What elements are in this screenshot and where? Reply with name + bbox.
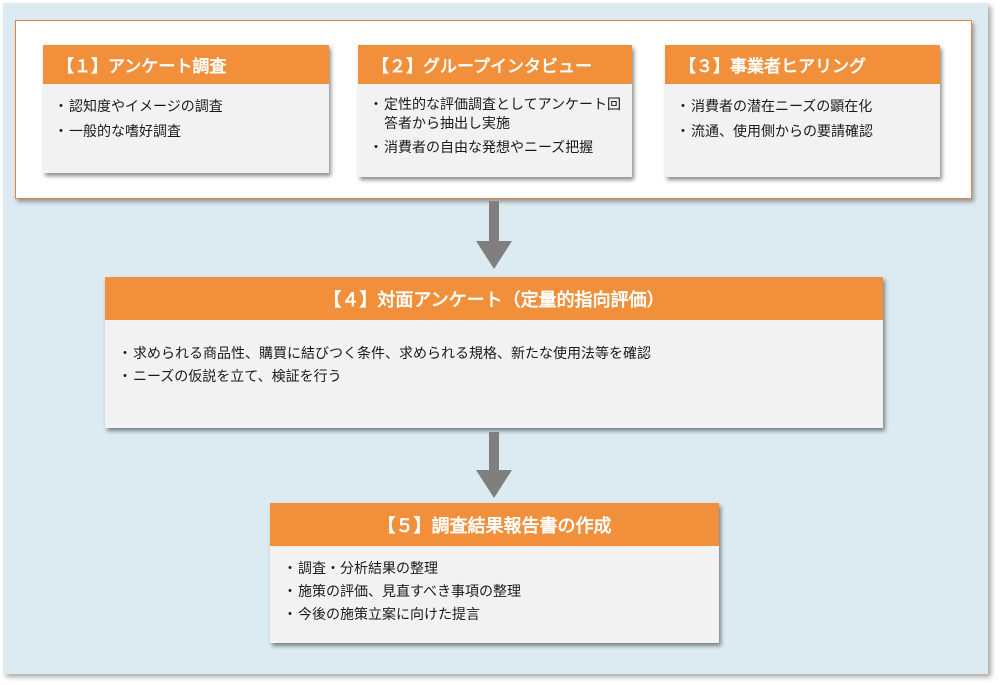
card-title: 【３】事業者ヒアリング <box>665 45 940 84</box>
card-title: 【５】調査結果報告書の作成 <box>270 503 719 546</box>
card-body: 認知度やイメージの調査 一般的な嗜好調査 <box>43 84 329 173</box>
list-item: 調査・分析結果の整理 <box>283 560 705 579</box>
list-item: 定性的な評価調査としてアンケート回答者から抽出し実施 <box>369 96 622 134</box>
card-body: 調査・分析結果の整理 施策の評価、見直すべき事項の整理 今後の施策立案に向けた提… <box>270 546 719 643</box>
list-item: 施策の評価、見直すべき事項の整理 <box>283 583 705 602</box>
card-title: 【１】アンケート調査 <box>43 45 329 84</box>
list-item: 一般的な嗜好調査 <box>54 123 319 142</box>
list-item: 流通、使用側からの要請確認 <box>676 123 930 142</box>
list-item: 認知度やイメージの調査 <box>54 98 319 117</box>
list-item: 消費者の潜在ニーズの顕在化 <box>676 98 930 117</box>
card-body: 消費者の潜在ニーズの顕在化 流通、使用側からの要請確認 <box>665 84 940 177</box>
card-title: 【２】グループインタビュー <box>358 45 632 84</box>
card-face-to-face-survey: 【４】対面アンケート（定量的指向評価） 求められる商品性、購買に結びつく条件、求… <box>105 277 883 428</box>
card-body: 定性的な評価調査としてアンケート回答者から抽出し実施 消費者の自由な発想やニーズ… <box>358 84 632 177</box>
card-report-creation: 【５】調査結果報告書の作成 調査・分析結果の整理 施策の評価、見直すべき事項の整… <box>270 503 719 643</box>
down-arrow-icon <box>476 201 512 269</box>
list-item: 今後の施策立案に向けた提言 <box>283 606 705 625</box>
down-arrow-icon <box>476 432 512 498</box>
card-body: 求められる商品性、購買に結びつく条件、求められる規格、新たな使用法等を確認 ニー… <box>105 320 883 428</box>
card-title: 【４】対面アンケート（定量的指向評価） <box>105 277 883 320</box>
card-questionnaire-survey: 【１】アンケート調査 認知度やイメージの調査 一般的な嗜好調査 <box>43 45 329 173</box>
list-item: 求められる商品性、購買に結びつく条件、求められる規格、新たな使用法等を確認 <box>118 345 869 364</box>
list-item: ニーズの仮説を立て、検証を行う <box>118 368 869 387</box>
card-business-hearing: 【３】事業者ヒアリング 消費者の潜在ニーズの顕在化 流通、使用側からの要請確認 <box>665 45 940 177</box>
card-group-interview: 【２】グループインタビュー 定性的な評価調査としてアンケート回答者から抽出し実施… <box>358 45 632 177</box>
list-item: 消費者の自由な発想やニーズ把握 <box>369 139 622 158</box>
